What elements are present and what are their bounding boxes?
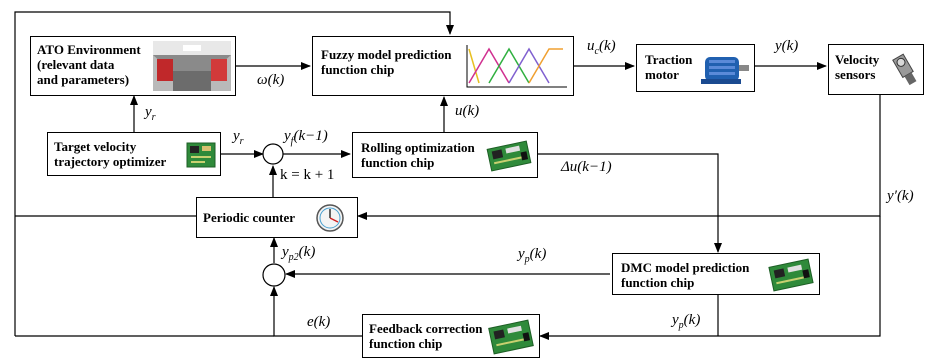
- signal-u: u(k): [455, 103, 480, 119]
- signal-yr-mid: yr: [233, 128, 244, 147]
- traction-motor-label: Traction motor: [645, 52, 693, 82]
- clock-icon: [316, 204, 344, 232]
- target-optimizer-label: Target velocity trajectory optimizer: [54, 139, 167, 169]
- traction-motor-block: Traction motor: [636, 44, 755, 92]
- signal-yp-low: yp(k): [672, 312, 701, 331]
- arrow-delta-u: [538, 153, 722, 253]
- signal-omega: ω(k): [257, 72, 285, 88]
- feedback-chip-block: Feedback correction function chip: [362, 314, 540, 358]
- signal-e: e(k): [307, 314, 331, 330]
- fuzzy-chip-block: Fuzzy model prediction function chip: [312, 36, 574, 96]
- circuit-board-icon: [186, 142, 216, 168]
- motor-icon: [701, 57, 749, 84]
- signal-yp2: yp2(k): [282, 244, 316, 263]
- arrow-top-loop: [14, 11, 454, 336]
- chip-icon: [768, 258, 814, 292]
- summing-junction-1: [262, 143, 284, 165]
- signal-yf: yf(k−1): [284, 128, 328, 147]
- dmc-chip-block: DMC model prediction function chip: [612, 253, 820, 295]
- velocity-sensors-block: Velocity sensors: [828, 44, 924, 95]
- periodic-counter-block: Periodic counter: [196, 197, 358, 238]
- target-optimizer-block: Target velocity trajectory optimizer: [47, 132, 221, 176]
- periodic-counter-label: Periodic counter: [203, 210, 296, 225]
- rolling-chip-label: Rolling optimization function chip: [361, 140, 475, 170]
- fuzzy-chip-label: Fuzzy model prediction function chip: [321, 47, 452, 77]
- ato-environment-label: ATO Environment (relevant data and param…: [37, 42, 141, 87]
- summing-junction-2: [262, 263, 286, 287]
- dmc-chip-label: DMC model prediction function chip: [621, 260, 750, 290]
- signal-yp-mid: yp(k): [518, 246, 547, 265]
- velocity-sensors-label: Velocity sensors: [835, 52, 880, 82]
- chip-icon: [486, 140, 532, 172]
- rolling-chip-block: Rolling optimization function chip: [352, 132, 538, 178]
- signal-yprime: y′(k): [887, 188, 914, 204]
- signal-uc: uc(k): [587, 38, 616, 57]
- chip-icon: [488, 319, 534, 355]
- signal-k-update: k = k + 1: [280, 167, 335, 183]
- membership-function-icon: [466, 45, 567, 88]
- ato-environment-block: ATO Environment (relevant data and param…: [30, 36, 236, 96]
- feedback-chip-label: Feedback correction function chip: [369, 321, 483, 351]
- arrow-sensor-feedback: [539, 216, 881, 340]
- signal-y: y(k): [775, 38, 799, 54]
- signal-yr-up: yr: [145, 104, 156, 123]
- signal-delta-u: Δu(k−1): [561, 159, 612, 175]
- sensor-icon: [892, 53, 917, 86]
- train-interior-image: [153, 41, 231, 91]
